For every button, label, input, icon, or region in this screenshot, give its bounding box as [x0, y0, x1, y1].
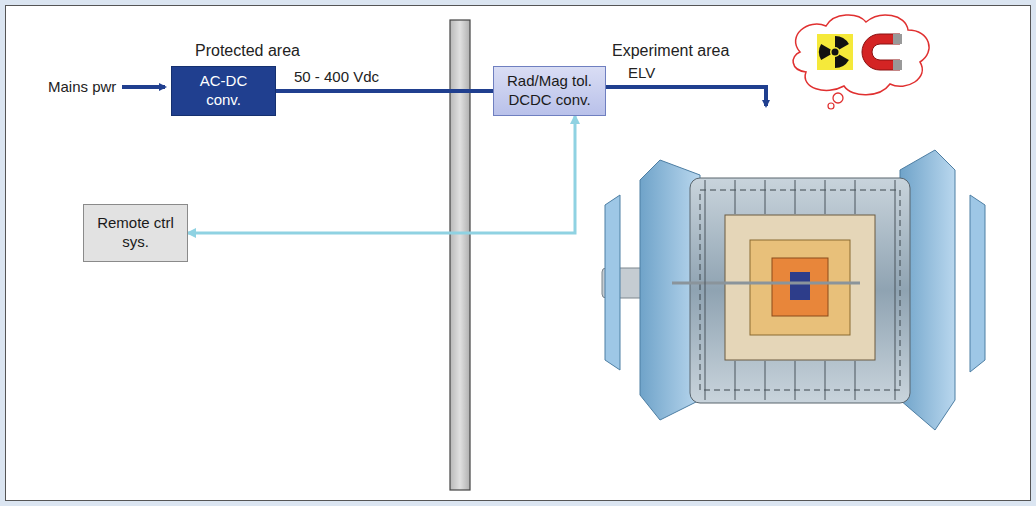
area-label: Protected area — [195, 42, 300, 60]
control-box: Remote ctrl sys. — [83, 204, 188, 262]
input-label: Mains pwr — [48, 78, 116, 95]
mains-arrow — [122, 85, 165, 89]
area-label: Experiment area — [612, 42, 729, 60]
thought-cloud — [793, 15, 929, 109]
box-text: Rad/Mag tol. DCDC conv. — [503, 72, 596, 110]
connector — [276, 89, 493, 93]
voltage-label: ELV — [628, 64, 655, 81]
connector — [188, 116, 575, 233]
detector-illustration — [602, 150, 985, 430]
elv-arrow — [606, 87, 766, 106]
box-text: AC-DC conv. — [186, 72, 261, 110]
converter-box: AC-DC conv. — [171, 66, 276, 116]
box-text: Remote ctrl sys. — [96, 214, 175, 252]
converter-box: Rad/Mag tol. DCDC conv. — [493, 66, 606, 116]
edge-label: 50 - 400 Vdc — [294, 68, 379, 85]
